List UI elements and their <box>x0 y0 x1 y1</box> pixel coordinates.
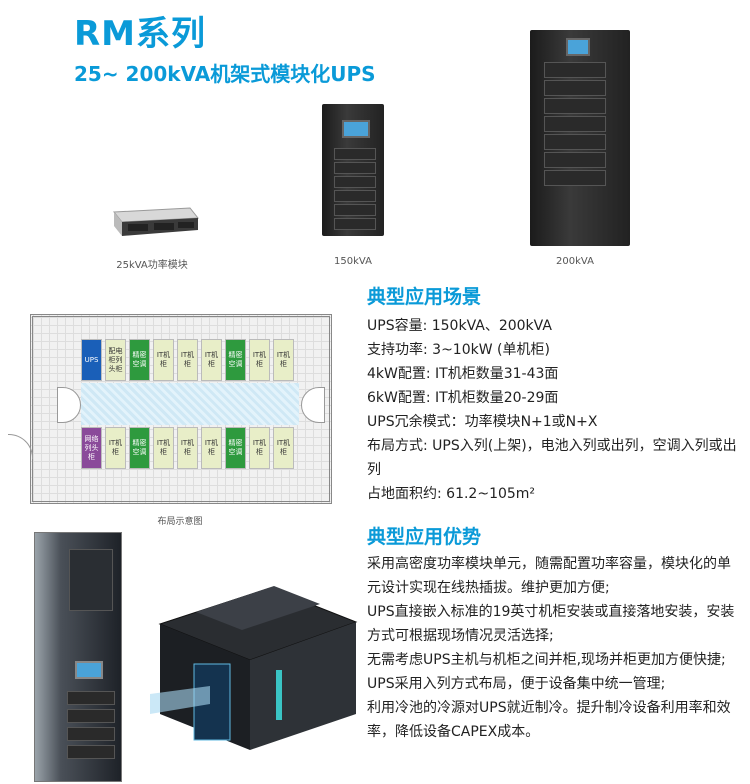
rack-cell: IT机柜 <box>105 427 126 469</box>
rack-cell: 精密空调 <box>225 427 246 469</box>
layout-caption: 布局示意图 <box>157 517 203 527</box>
rack-cell: 网络列头柜 <box>81 427 102 469</box>
rack-cell: UPS <box>81 339 102 381</box>
ups-200kva-image <box>530 30 630 246</box>
display-screen <box>342 120 370 138</box>
module-slot <box>544 152 606 168</box>
scenario-line: UPS容量: 150kVA、200kVA <box>367 318 552 334</box>
scenario-line: 布局方式: UPS入列(上架)，电池入列或出列，空调入列或出列 <box>367 438 737 478</box>
page-title: RM系列 <box>74 14 207 54</box>
cold-aisle <box>81 383 299 425</box>
module-slot <box>334 204 376 216</box>
module-slot <box>334 176 376 188</box>
advantage-line: UPS直接嵌入标准的19英寸机柜安装或直接落地安装，安装方式可根据现场情况灵活选… <box>367 604 735 644</box>
rack-cell: IT机柜 <box>273 339 294 381</box>
datacenter-pod-image <box>150 574 360 754</box>
rack-cell: IT机柜 <box>273 427 294 469</box>
rack-cell: IT机柜 <box>201 339 222 381</box>
module-slot <box>334 162 376 174</box>
module-slot <box>67 727 115 741</box>
module-slot <box>544 134 606 150</box>
aisle-door-right <box>301 387 325 423</box>
display-screen <box>75 661 103 679</box>
module-slot <box>334 218 376 230</box>
rack-cell: IT机柜 <box>177 339 198 381</box>
scenario-line: 4kW配置: IT机柜数量31-43面 <box>367 366 559 382</box>
module-slot <box>67 691 115 705</box>
rack-cabinet-closeup-image <box>34 532 122 782</box>
advantage-line: 利用冷池的冷源对UPS就近制冷。提升制冷设备利用率和效率，降低设备CAPEX成本… <box>367 700 731 740</box>
scenario-line: 6kW配置: IT机柜数量20-29面 <box>367 390 559 406</box>
ups-150kva-image <box>322 104 384 236</box>
module-slot <box>544 116 606 132</box>
breaker-panel <box>69 549 113 611</box>
rack-cell: 精密空调 <box>129 339 150 381</box>
power-module-image <box>104 206 200 242</box>
rack-cell: IT机柜 <box>249 339 270 381</box>
rack-cell: IT机柜 <box>201 427 222 469</box>
module-slot <box>334 148 376 160</box>
rack-cell: IT机柜 <box>249 427 270 469</box>
advantage-line: UPS采用入列方式布局，便于设备集中统一管理; <box>367 676 666 692</box>
scenario-list: UPS容量: 150kVA、200kVA 支持功率: 3~10kW (单机柜) … <box>367 314 737 506</box>
module-slot <box>67 745 115 759</box>
rack-cell: 精密空调 <box>225 339 246 381</box>
rack-cell: 精密空调 <box>129 427 150 469</box>
advantages-heading: 典型应用优势 <box>367 526 482 548</box>
module-slot <box>544 170 606 186</box>
ups-150kva-caption: 150kVA <box>334 256 372 267</box>
aisle-door-left <box>57 387 81 423</box>
advantages-list: 采用高密度功率模块单元，随需配置功率容量，模块化的单元设计实现在线热插拔。维护更… <box>367 552 737 744</box>
module-slot <box>544 62 606 78</box>
module-slot <box>544 98 606 114</box>
page-subtitle: 25~ 200kVA机架式模块化UPS <box>74 62 376 86</box>
scenario-line: 支持功率: 3~10kW (单机柜) <box>367 342 550 358</box>
rack-cell: IT机柜 <box>153 427 174 469</box>
scenario-line: UPS冗余模式：功率模块N+1或N+X <box>367 414 598 430</box>
module-slot <box>334 190 376 202</box>
scenario-line: 占地面积约: 61.2~105m² <box>367 486 536 502</box>
display-screen <box>566 38 590 56</box>
advantage-line: 无需考虑UPS主机与机柜之间并柜,现场并柜更加方便快捷; <box>367 652 726 668</box>
rack-cell: IT机柜 <box>177 427 198 469</box>
scenario-heading: 典型应用场景 <box>367 286 482 308</box>
rack-cell: 配电柜列头柜 <box>105 339 126 381</box>
module-slot <box>67 709 115 723</box>
advantage-line: 采用高密度功率模块单元，随需配置功率容量，模块化的单元设计实现在线热插拔。维护更… <box>367 556 731 596</box>
ups-200kva-caption: 200kVA <box>556 256 594 267</box>
rack-cell: IT机柜 <box>153 339 174 381</box>
module-slot <box>544 80 606 96</box>
power-module-caption: 25kVA功率模块 <box>116 260 188 271</box>
